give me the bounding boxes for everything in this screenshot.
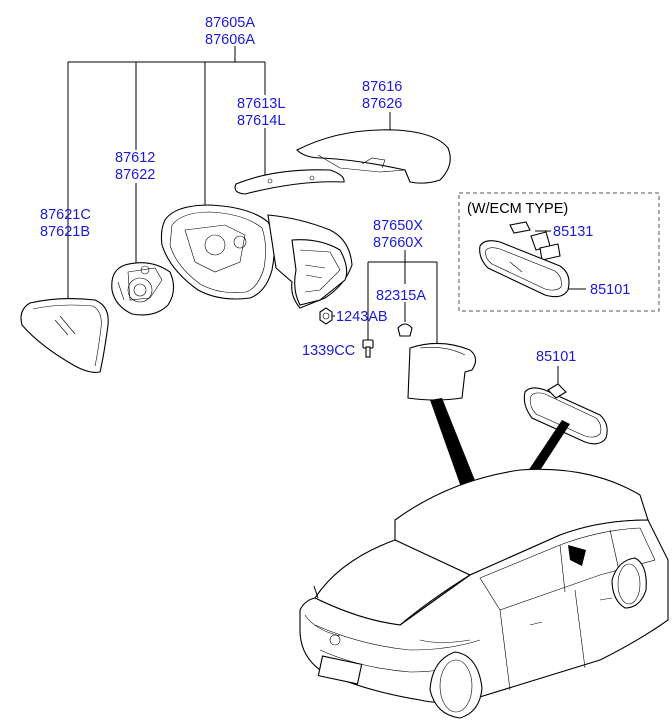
mirror-scalp-cover bbox=[296, 129, 451, 184]
callout-87614l[interactable]: 87614L bbox=[237, 113, 285, 129]
callout-87622[interactable]: 87622 bbox=[115, 167, 155, 183]
callout-85131[interactable]: 85131 bbox=[553, 224, 593, 240]
callout-87621c[interactable]: 87621C bbox=[40, 207, 91, 223]
bolt-1339cc bbox=[362, 339, 374, 358]
nut-1243ab bbox=[319, 307, 333, 325]
inside-mirror bbox=[523, 383, 608, 445]
ecm-bracket bbox=[509, 221, 561, 261]
callout-85101-ecm[interactable]: 85101 bbox=[590, 282, 630, 298]
callout-1339cc[interactable]: 1339CC bbox=[302, 343, 355, 359]
inside-mirror-cover bbox=[407, 342, 477, 401]
callout-1243ab[interactable]: 1243AB bbox=[336, 309, 388, 325]
callout-labels: 87605A 87606A 87621C 87621B 87612 87622 … bbox=[40, 15, 630, 365]
callout-82315a[interactable]: 82315A bbox=[376, 288, 426, 304]
callout-87626[interactable]: 87626 bbox=[362, 96, 402, 112]
mirror-garnish bbox=[234, 169, 345, 195]
callout-87660x[interactable]: 87660X bbox=[373, 235, 423, 251]
ecm-type-note: (W/ECM TYPE) bbox=[467, 201, 568, 217]
callout-87613l[interactable]: 87613L bbox=[237, 96, 285, 112]
callout-87606a[interactable]: 87606A bbox=[205, 32, 255, 48]
callout-87612[interactable]: 87612 bbox=[115, 150, 155, 166]
mirror-housing-assembly bbox=[160, 204, 353, 309]
callout-87621b[interactable]: 87621B bbox=[40, 224, 90, 240]
callout-87616[interactable]: 87616 bbox=[362, 79, 402, 95]
callout-87605a[interactable]: 87605A bbox=[205, 15, 255, 31]
callout-85101[interactable]: 85101 bbox=[536, 349, 576, 365]
mirror-actuator bbox=[111, 262, 175, 316]
callout-87650x[interactable]: 87650X bbox=[373, 218, 423, 234]
mirror-glass bbox=[20, 298, 109, 373]
clip-82315a bbox=[397, 323, 413, 337]
car-illustration bbox=[299, 468, 669, 719]
inside-mirror-ecm bbox=[479, 240, 570, 298]
leader-lines bbox=[67, 46, 586, 395]
ecm-type-box bbox=[458, 192, 660, 312]
